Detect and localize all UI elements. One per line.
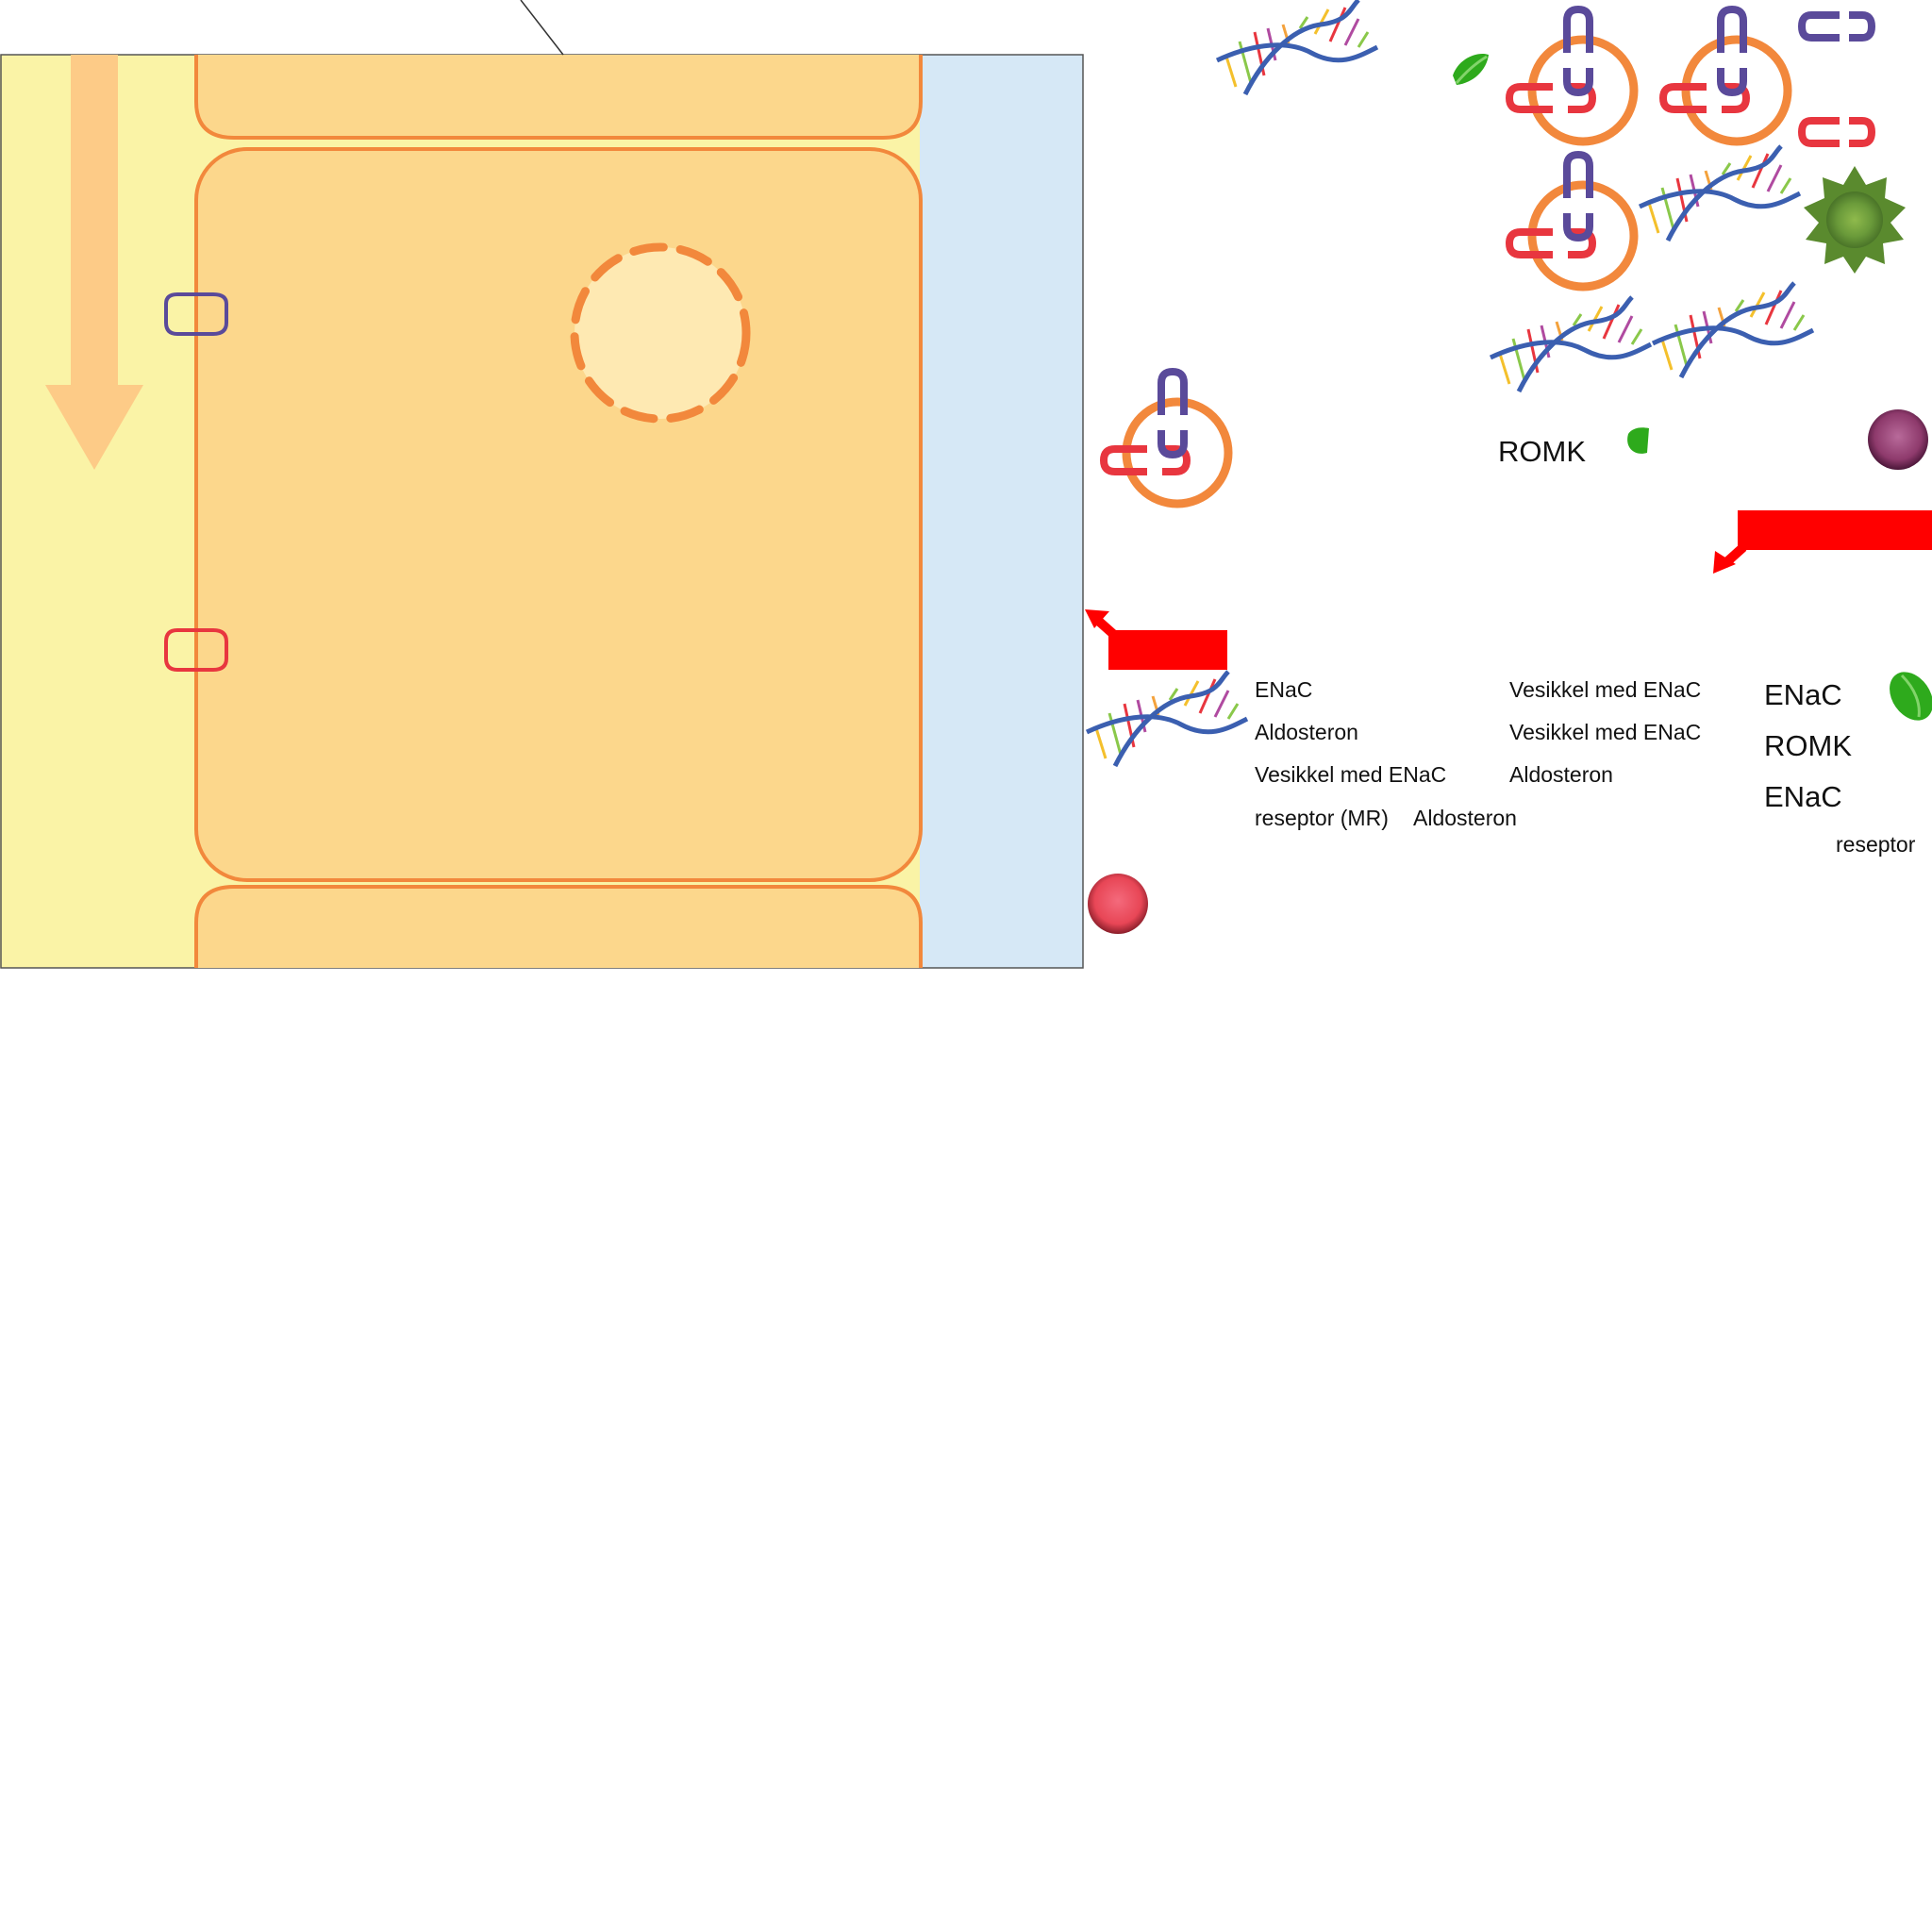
label-col3-1: ENaC — [1764, 678, 1842, 711]
dna-icon — [1087, 672, 1247, 766]
tubule-panel — [0, 54, 1084, 969]
lower-cell — [194, 885, 923, 968]
interstitium-region — [920, 55, 1083, 968]
label-col3-2: ROMK — [1764, 729, 1852, 762]
romk-channel-icon — [1797, 11, 1876, 42]
dna-icon — [1491, 297, 1651, 391]
dna-icon — [1640, 146, 1800, 241]
label-col2-1: Vesikkel med ENaC — [1509, 677, 1702, 702]
flow-arrow-icon — [45, 55, 143, 470]
red-arrow-icon — [1713, 510, 1932, 574]
principal-cell — [194, 147, 923, 882]
label-col1-extra: Aldosteron — [1413, 806, 1517, 830]
vesicle-icon — [1104, 372, 1228, 504]
enac-channel-icon — [164, 628, 228, 672]
vesicle-icon — [1509, 9, 1634, 142]
red-arrow-icon — [1085, 609, 1227, 670]
label-col2-3: Aldosteron — [1509, 762, 1613, 787]
aldosterone-icon — [1627, 427, 1649, 454]
label-romk-top: ROMK — [1498, 435, 1586, 468]
dna-icon — [1653, 283, 1813, 377]
vesicle-icon — [1663, 9, 1788, 142]
enac-channel-icon — [1797, 117, 1876, 147]
label-col1-3: Vesikkel med ENaC — [1255, 762, 1447, 787]
label-col3-extra: reseptor — [1836, 832, 1916, 857]
upper-cell — [194, 55, 923, 140]
potassium-ion-icon — [1868, 409, 1928, 470]
label-col1-1: ENaC — [1255, 677, 1313, 702]
sodium-ion-icon — [1088, 874, 1148, 934]
vesicle-icon — [1509, 155, 1634, 287]
romk-channel-icon — [164, 292, 228, 336]
mineralocorticoid-receptor-icon — [1804, 166, 1906, 274]
label-col1-4: reseptor (MR) — [1255, 806, 1389, 830]
label-col2-2: Vesikkel med ENaC — [1509, 720, 1702, 744]
nucleus — [570, 242, 751, 424]
label-col1-2: Aldosteron — [1255, 720, 1358, 744]
label-col3-3: ENaC — [1764, 780, 1842, 813]
aldosterone-icon — [1451, 52, 1491, 87]
dna-icon — [1217, 0, 1377, 94]
aldosterone-icon — [1890, 672, 1932, 721]
pointer-line — [520, 0, 564, 56]
